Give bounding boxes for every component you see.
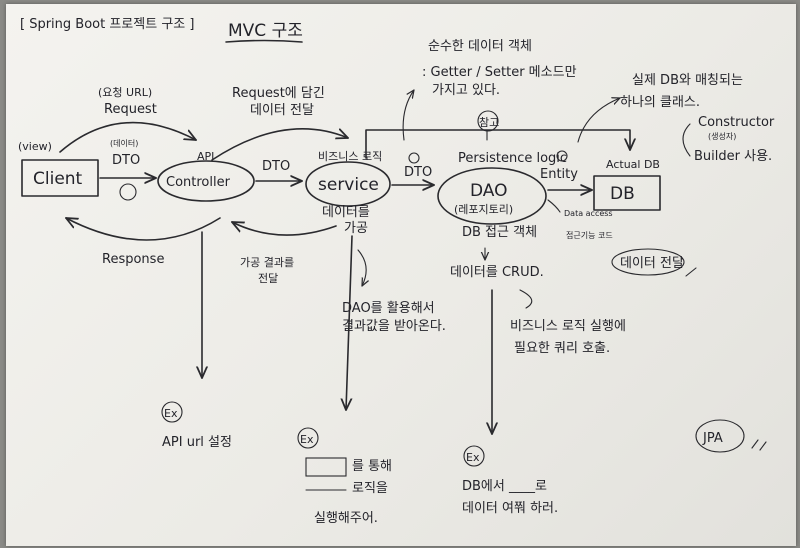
view-label: (view) bbox=[18, 140, 52, 153]
constructor-label: Constructor bbox=[698, 115, 775, 130]
pure-object-arrow bbox=[402, 90, 414, 141]
example-circle-3 bbox=[463, 445, 485, 467]
dao-use-label: DAO를 활용해서 bbox=[342, 301, 435, 316]
db-mapping-arrow bbox=[577, 98, 620, 143]
dto-client-label: DTO bbox=[112, 153, 140, 168]
business-call-pointer bbox=[519, 289, 533, 309]
data-access-sub-label: 접근기능 코드 bbox=[566, 230, 613, 240]
mvc-title: MVC 구조 bbox=[228, 21, 303, 41]
controller-label: Controller bbox=[166, 175, 231, 190]
pure-object-label: 순수한 데이터 객체 bbox=[428, 39, 532, 54]
dao-label: DAO bbox=[470, 181, 508, 201]
actual-db-label: Actual DB bbox=[606, 158, 660, 171]
dao-sub-label: (레포지토리) bbox=[454, 203, 513, 216]
constructor-brace bbox=[682, 123, 691, 157]
entity-label: Entity bbox=[540, 167, 578, 182]
db-label: DB bbox=[610, 184, 635, 204]
data-transfer-ellipse bbox=[611, 248, 685, 276]
request-data-label: Request에 담긴 bbox=[232, 86, 325, 101]
process-result-label-2: 전달 bbox=[258, 272, 278, 285]
controller-service-upper-arrow bbox=[211, 129, 348, 161]
logic-label: 로직을 bbox=[352, 481, 388, 496]
db-from-label: DB에서 ____로 bbox=[462, 479, 547, 494]
execute-label: 실행해주어. bbox=[314, 510, 378, 526]
example-label-1: Ex bbox=[164, 407, 178, 420]
data-paren-label: (데이터) bbox=[110, 138, 138, 148]
business-call-label: 비즈니스 로직 실행에 bbox=[510, 318, 626, 334]
reference-top-circle bbox=[477, 110, 499, 132]
example-circle-2 bbox=[297, 427, 319, 449]
data-access-label: Data access bbox=[564, 209, 613, 218]
request-arrow bbox=[59, 121, 196, 153]
db-from-label-2: 데이터 여쭤 하러. bbox=[462, 501, 558, 516]
getter-setter-label-2: 가지고 있다. bbox=[432, 83, 500, 98]
client-label: Client bbox=[33, 169, 83, 189]
example-label-2: Ex bbox=[300, 433, 314, 446]
dao-use-arrow bbox=[357, 249, 366, 286]
dao-use-label-2: 결과값을 받아온다. bbox=[342, 319, 446, 334]
reference-top-label: 참고 bbox=[479, 116, 499, 129]
jpa-ellipse bbox=[695, 419, 745, 453]
business-call-label-2: 필요한 쿼리 호출. bbox=[514, 341, 610, 356]
dao-ellipse bbox=[437, 167, 547, 225]
process-result-label: 가공 결과를 bbox=[240, 256, 294, 269]
controller-ellipse bbox=[157, 160, 255, 202]
service-example-arrow bbox=[346, 235, 353, 410]
service-controller-return-arrow bbox=[232, 222, 337, 236]
db-mapping-label-2: 하나의 클래스. bbox=[620, 95, 700, 110]
request-data-label-2: 데이터 전달 bbox=[250, 103, 314, 118]
paper-sheet bbox=[6, 4, 796, 546]
persistence-label: Persistence logic bbox=[458, 151, 567, 166]
data-transfer-tick bbox=[685, 267, 697, 277]
entity-reference-marker bbox=[556, 150, 568, 162]
project-title: [ Spring Boot 프로젝트 구조 ] bbox=[20, 17, 194, 32]
api-url-label: API url 설정 bbox=[162, 435, 232, 450]
db-mapping-label: 실제 DB와 매칭되는 bbox=[632, 73, 743, 88]
jpa-ticks bbox=[751, 439, 767, 451]
data-access-pointer bbox=[547, 199, 561, 213]
api-label: API bbox=[197, 150, 214, 163]
mvc-title-underline bbox=[225, 39, 303, 43]
service-ellipse bbox=[305, 161, 391, 207]
request-url-label: (요청 URL) bbox=[98, 86, 152, 99]
business-logic-label: 비즈니스 로직 bbox=[318, 150, 382, 163]
request-label: Request bbox=[104, 102, 157, 117]
data-process-label-2: 가공 bbox=[344, 221, 368, 236]
service-label: service bbox=[318, 175, 379, 195]
dto-controller-service-label: DTO bbox=[262, 159, 290, 174]
reference-circle-small bbox=[119, 183, 137, 201]
getter-setter-label: : Getter / Setter 메소드만 bbox=[422, 65, 577, 80]
jpa-label: JPA bbox=[702, 431, 723, 446]
data-transfer-label: 데이터 전달 bbox=[620, 256, 684, 271]
response-arrow bbox=[66, 218, 221, 241]
dto-service-dao-label: DTO bbox=[404, 165, 432, 180]
constructor-sub-label: (생성자) bbox=[708, 131, 736, 141]
builder-label: Builder 사용. bbox=[694, 149, 772, 164]
db-access-object-label: DB 접근 객체 bbox=[462, 225, 537, 240]
example-circle-1 bbox=[161, 401, 183, 423]
example-blank-box bbox=[305, 457, 347, 477]
via-label: 를 통해 bbox=[352, 459, 392, 474]
example-label-3: Ex bbox=[466, 451, 480, 464]
data-crud-label: 데이터를 CRUD. bbox=[450, 265, 544, 280]
db-box bbox=[593, 175, 661, 211]
service-db-reference-line bbox=[365, 129, 630, 159]
client-box bbox=[21, 159, 99, 197]
data-process-label: 데이터를 bbox=[322, 205, 370, 220]
response-label: Response bbox=[102, 252, 164, 267]
dto-reference-marker bbox=[408, 152, 420, 164]
